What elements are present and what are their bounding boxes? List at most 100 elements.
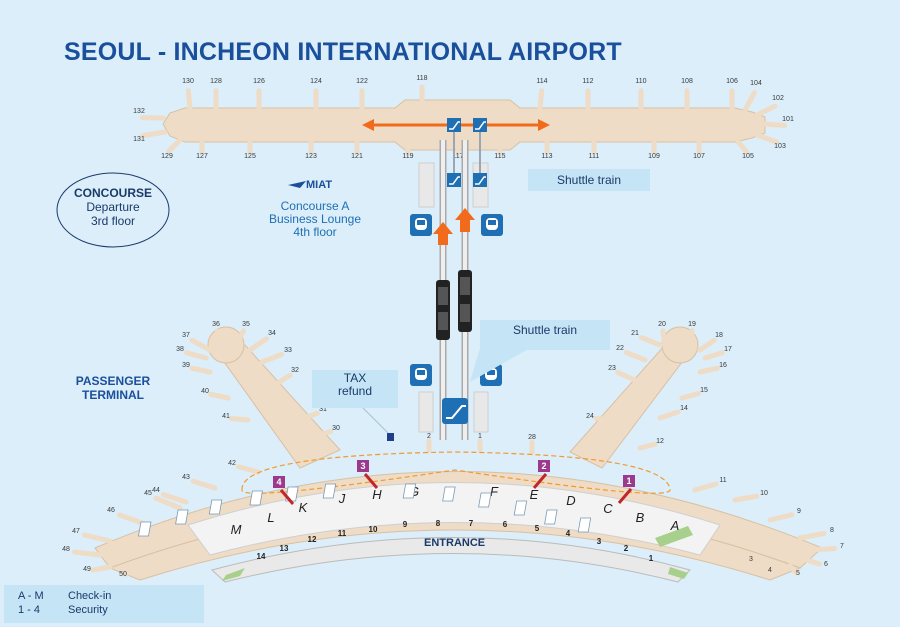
gate-label: 30 — [332, 425, 340, 432]
entrance-door-number: 5 — [535, 524, 540, 533]
gate-label: 107 — [693, 153, 705, 160]
gate-finger — [166, 137, 183, 154]
gate-label: 6 — [824, 561, 828, 568]
passenger-terminal-label: PASSENGER TERMINAL — [58, 374, 168, 402]
gate-label: 19 — [688, 321, 696, 328]
checkin-counter-label: E — [530, 487, 539, 502]
gate-finger — [742, 90, 757, 113]
gate-finger — [637, 441, 658, 451]
gate-label: 7 — [840, 543, 844, 550]
gate-finger — [82, 532, 113, 544]
checkin-counter-label: F — [490, 484, 499, 499]
passenger-terminal-line2: TERMINAL — [82, 388, 144, 402]
tax-refund-box: TAX refund — [312, 370, 398, 408]
checkin-counter-label: A — [670, 518, 680, 533]
gate-label: 21 — [631, 330, 639, 337]
checkin-counter-box — [322, 483, 337, 499]
tax-refund-line2: refund — [337, 384, 373, 398]
terminal-wings — [207, 326, 699, 469]
checkin-counters: MLKJHGFEDCBA — [138, 483, 680, 537]
gate-label: 45 — [144, 490, 152, 497]
security-zone — [241, 451, 671, 494]
concourse-station-left — [418, 162, 435, 208]
concourse-gate-fingers — [140, 84, 788, 156]
gate-label: 126 — [253, 78, 265, 85]
landscape-patch — [222, 526, 693, 581]
gate-label: 106 — [726, 78, 738, 85]
escalator-icon — [473, 118, 487, 132]
gate-label: 28 — [528, 434, 536, 441]
entrance-door-number: 11 — [338, 529, 347, 538]
gate-finger — [697, 365, 720, 375]
gate-finger — [797, 555, 822, 567]
train-sign-icon — [410, 214, 432, 236]
page-title: SEOUL - INCHEON INTERNATIONAL AIRPORT — [64, 38, 622, 66]
terminal-station-left — [418, 391, 434, 433]
security-line — [617, 488, 633, 504]
security-line — [532, 473, 548, 489]
escalator-icon — [473, 173, 487, 187]
gate-finger — [190, 478, 218, 491]
gate-label: 34 — [268, 330, 276, 337]
gate-finger — [247, 336, 269, 353]
escalator-icon — [447, 118, 461, 132]
gate-finger — [161, 492, 189, 505]
gate-label: 36 — [212, 321, 220, 328]
checkin-counter-box — [544, 509, 558, 525]
gate-finger — [72, 549, 103, 558]
terminal-station-right — [473, 391, 489, 433]
gate-label: 50 — [119, 571, 127, 578]
entrance-door-number: 10 — [369, 525, 378, 534]
legend-value: Check-in — [68, 590, 112, 602]
gate-label: 112 — [582, 78, 593, 85]
checkin-counter-box — [402, 483, 417, 499]
security-badge — [538, 460, 550, 472]
gate-label: 2 — [427, 433, 431, 440]
gate-label: 132 — [133, 108, 145, 115]
gate-finger — [638, 335, 663, 348]
gate-label: 108 — [681, 78, 693, 85]
checkin-counter-label: J — [338, 491, 346, 506]
security-line — [279, 489, 295, 505]
concourse-title: CONCOURSE — [73, 186, 152, 200]
gate-label: 131 — [133, 136, 145, 143]
gate-label: 130 — [182, 78, 194, 85]
gate-finger — [229, 416, 251, 423]
gate-label: 42 — [228, 460, 236, 467]
gate-label: 124 — [310, 78, 322, 85]
lounge-line1: Concourse A — [280, 199, 350, 213]
gate-finger — [615, 370, 638, 383]
gate-label: 115 — [494, 153, 505, 160]
gate-label: 15 — [700, 387, 708, 394]
gate-finger — [184, 350, 209, 361]
gate-finger — [754, 103, 778, 118]
gate-finger — [657, 409, 681, 421]
gate-label: 105 — [742, 153, 754, 160]
gate-finger — [259, 352, 284, 365]
miat-logo: MIAT — [288, 179, 332, 191]
legend-key: A - M — [18, 590, 44, 602]
shuttle-callout-pointer — [470, 348, 530, 382]
checkin-counter-box — [208, 499, 223, 515]
gate-finger — [692, 481, 719, 493]
gate-finger — [236, 464, 261, 475]
shuttle-train-right — [458, 270, 472, 332]
shuttle-train-label-mid: Shuttle train — [480, 320, 610, 350]
gate-label: 104 — [750, 80, 762, 87]
tax-refund-marker — [387, 433, 394, 441]
gate-label: 46 — [107, 507, 115, 514]
entrance-door-number: 7 — [469, 519, 474, 528]
gate-label: 37 — [182, 332, 190, 339]
gate-finger — [660, 328, 668, 348]
gate-label: 14 — [680, 405, 688, 412]
checkin-counter-label: H — [372, 487, 382, 502]
checkin-counter-box — [138, 521, 152, 537]
gate-finger — [702, 350, 725, 361]
checkin-counter-box — [513, 500, 528, 516]
checkin-counter-label: M — [231, 522, 242, 537]
gate-label: 5 — [796, 570, 800, 577]
